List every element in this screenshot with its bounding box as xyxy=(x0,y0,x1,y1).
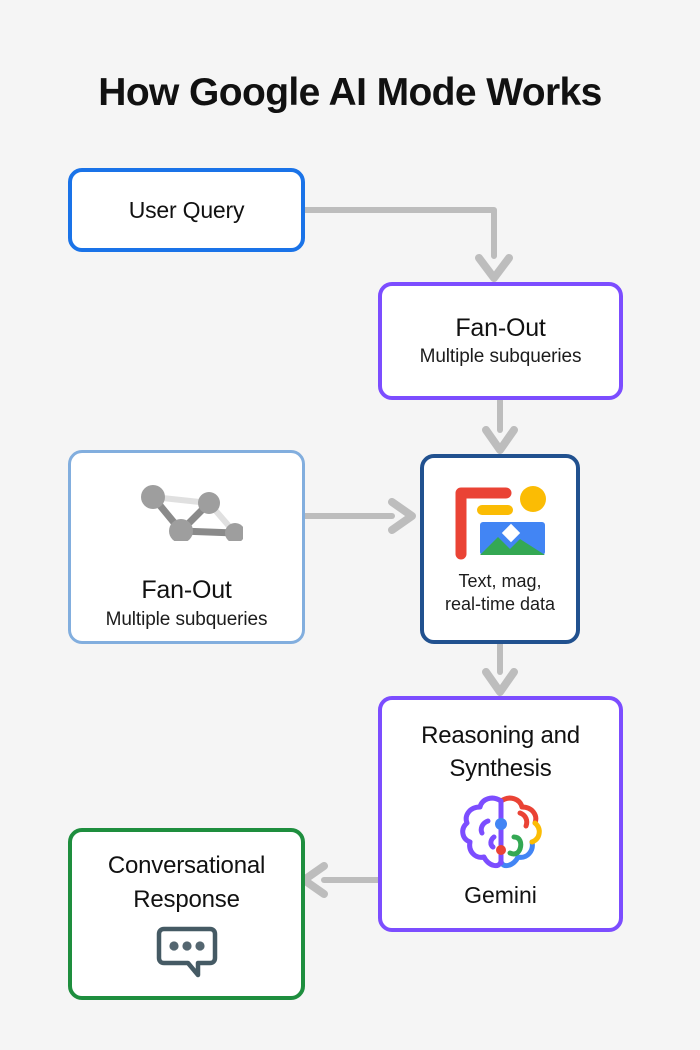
node-fanout-top-subtitle: Multiple subqueries xyxy=(419,346,582,367)
node-fanout-left-subtitle: Multiple subqueries xyxy=(105,609,268,630)
brain-icon xyxy=(459,795,542,869)
node-reasoning-line1: Reasoning and xyxy=(421,722,580,749)
connector-fanout-left-to-multimodal xyxy=(300,498,416,534)
node-response-line1: Conversational xyxy=(107,852,266,879)
node-fanout-left[interactable]: Fan-Out Multiple subqueries xyxy=(68,450,305,644)
node-multimodal-line1: Text, mag, xyxy=(458,571,542,591)
node-fanout-top[interactable]: Fan-Out Multiple subqueries xyxy=(378,282,623,400)
network-graph-icon xyxy=(140,485,243,541)
page-title: How Google AI Mode Works xyxy=(98,71,602,114)
connector-fanout-to-multimodal xyxy=(482,396,518,454)
node-response-line2: Response xyxy=(133,886,240,913)
node-reasoning-line2: Synthesis xyxy=(449,755,552,782)
multimodal-media-icon xyxy=(455,486,546,560)
node-multimodal-line2: real-time data xyxy=(444,594,556,614)
node-conversational-response[interactable]: Conversational Response xyxy=(68,828,305,1000)
connector-multimodal-to-reasoning xyxy=(482,640,518,696)
connector-user-query-to-fanout xyxy=(296,207,513,282)
connector-reasoning-to-response xyxy=(300,862,386,898)
node-user-query[interactable]: User Query xyxy=(68,168,305,252)
node-reasoning-synthesis[interactable]: Reasoning and Synthesis Gemini xyxy=(378,696,623,932)
node-fanout-top-title: Fan-Out xyxy=(455,314,546,342)
chat-bubble-icon xyxy=(156,926,217,978)
node-user-query-title: User Query xyxy=(128,197,245,223)
node-multimodal-data[interactable]: Text, mag, real-time data xyxy=(420,454,580,644)
node-reasoning-model-label: Gemini xyxy=(464,882,537,908)
node-fanout-left-title: Fan-Out xyxy=(141,576,232,604)
